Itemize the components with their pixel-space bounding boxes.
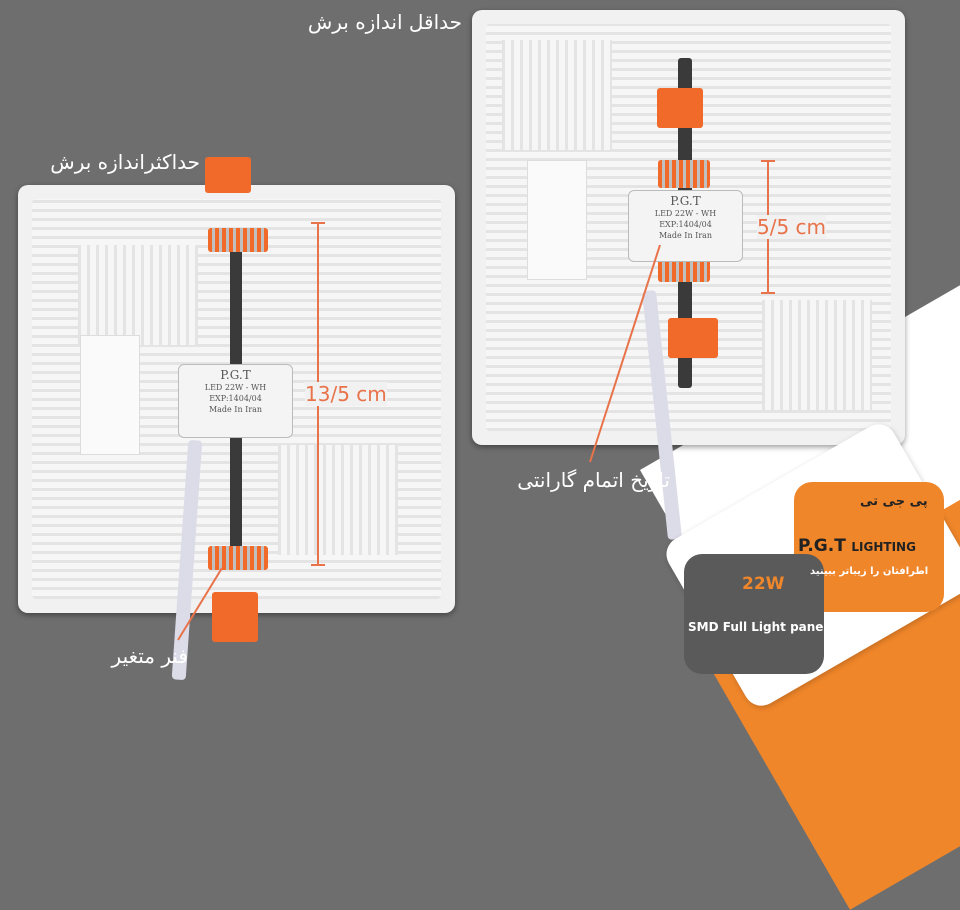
badge-brand: P.G.T LIGHTING bbox=[798, 536, 916, 556]
caption-max-cut: حداکثراندازه برش bbox=[50, 150, 200, 174]
spring-bottom bbox=[208, 546, 268, 570]
badge-product: SMD Full Light panel bbox=[688, 620, 828, 634]
product-label-small: P.G.T LED 22W - WH EXP:1404/04 Made In I… bbox=[628, 190, 743, 262]
product-label: P.G.T LED 22W - WH EXP:1404/04 Made In I… bbox=[178, 364, 293, 438]
caption-spring: فنر متغیر bbox=[111, 644, 188, 668]
top-clip bbox=[205, 157, 251, 193]
caption-min-cut: حداقل اندازه برش bbox=[307, 10, 462, 34]
badge-slogan: اطرافتان را زیباتر ببینید bbox=[810, 566, 929, 577]
caption-warranty: تاریخ اتمام گارانتی bbox=[517, 468, 670, 492]
spring-small-bottom bbox=[658, 258, 710, 282]
badge-brand-suffix: LIGHTING bbox=[851, 540, 916, 554]
dimension-large: 13/5 cm bbox=[305, 382, 387, 406]
label-model: LED 22W - WH bbox=[654, 209, 717, 218]
label-exp: EXP:1404/04 bbox=[659, 220, 712, 229]
label-brand: P.G.T bbox=[670, 194, 701, 208]
badge-fa-brand: پی جی تی bbox=[860, 494, 928, 509]
badge-brand-name: P.G.T bbox=[798, 536, 846, 556]
label-model: LED 22W - WH bbox=[204, 383, 267, 392]
dimension-small: 5/5 cm bbox=[757, 215, 827, 239]
badge-power: 22W bbox=[742, 574, 785, 594]
spring-top bbox=[208, 228, 268, 252]
label-origin: Made In Iran bbox=[658, 231, 713, 240]
bottom-clip-small bbox=[668, 318, 718, 358]
power-badge-dark bbox=[684, 554, 824, 674]
top-clip-small bbox=[657, 88, 703, 128]
label-exp: EXP:1404/04 bbox=[209, 394, 262, 403]
label-origin: Made In Iran bbox=[208, 405, 263, 414]
pointer-lines bbox=[177, 244, 661, 641]
label-brand: P.G.T bbox=[220, 368, 251, 382]
bottom-clip bbox=[212, 592, 258, 642]
spring-small-top bbox=[658, 160, 710, 188]
